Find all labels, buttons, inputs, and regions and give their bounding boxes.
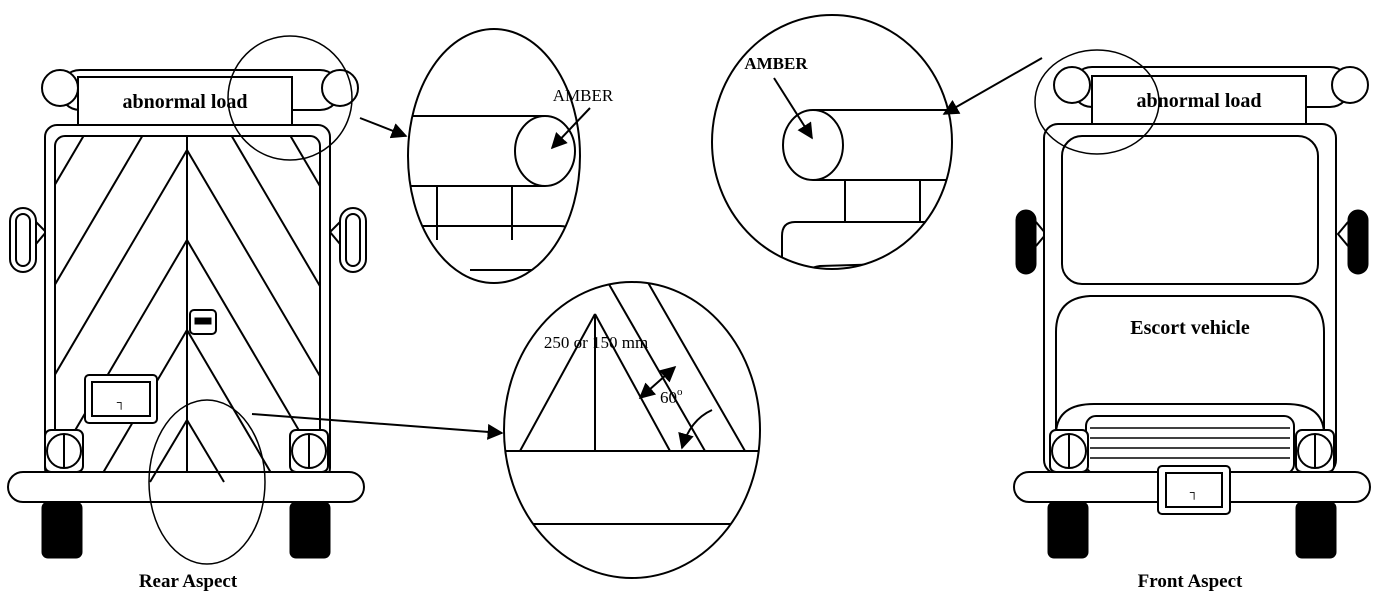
svg-text:┐: ┐ [1190, 485, 1199, 500]
rear-vehicle: abnormal load [7, 35, 367, 565]
headlamp-icon [289, 429, 329, 473]
amber-label-rear: AMBER [553, 86, 614, 105]
bonnet [1055, 295, 1325, 470]
headlamp-icon [1049, 429, 1089, 473]
mirror-icon [9, 207, 48, 273]
angle-label: 60o [660, 386, 683, 407]
front-sign-text: abnormal load [1136, 90, 1261, 112]
escort-label: Escort vehicle [1130, 317, 1250, 339]
arrow-icon [550, 107, 591, 150]
rear-beacon-zoom: AMBER [407, 28, 614, 284]
svg-text:┐: ┐ [117, 395, 126, 410]
beacon-icon [782, 109, 844, 181]
arrow-icon [678, 409, 713, 450]
mirror-icon [328, 207, 367, 273]
front-caption: Front Aspect [1138, 571, 1243, 592]
wheel-icon [1295, 501, 1337, 559]
beacon-icon [1053, 66, 1091, 104]
rear-caption: Rear Aspect [139, 571, 238, 592]
number-plate-icon: ┐ [1157, 465, 1231, 515]
number-plate-icon: ┐ [84, 374, 158, 424]
headlamp-icon [44, 429, 84, 473]
beacon-icon [1331, 66, 1369, 104]
rear-sign-text: abnormal load [122, 91, 247, 113]
front-sign-board [1091, 75, 1307, 125]
stripe-width-label: 250 or 150 mm [544, 333, 648, 352]
front-beacon-callout [1034, 49, 1160, 155]
stripe-angle-zoom: 250 or 150 mm 60o [503, 281, 761, 579]
rear-beacon-callout [227, 35, 353, 161]
beacon-icon [514, 115, 576, 187]
rear-stripe-callout [148, 399, 266, 565]
arrow-icon [942, 57, 1043, 115]
arrow-icon [251, 413, 504, 440]
wheel-icon [1047, 501, 1089, 559]
mirror-icon [1336, 209, 1369, 275]
wheel-icon [289, 501, 331, 559]
front-vehicle: abnormal load Escort vehicle [1013, 49, 1371, 559]
arrow-icon [359, 117, 408, 139]
arrow-icon [638, 365, 677, 400]
mirror-icon [1015, 209, 1048, 275]
rear-bumper [7, 471, 365, 503]
beacon-icon [41, 69, 79, 107]
amber-label-front: AMBER [744, 54, 808, 73]
headlamp-icon [1295, 429, 1335, 473]
windscreen [1061, 135, 1319, 285]
arrow-icon [773, 77, 813, 140]
front-beacon-zoom: AMBER [711, 14, 953, 270]
wheel-icon [41, 501, 83, 559]
